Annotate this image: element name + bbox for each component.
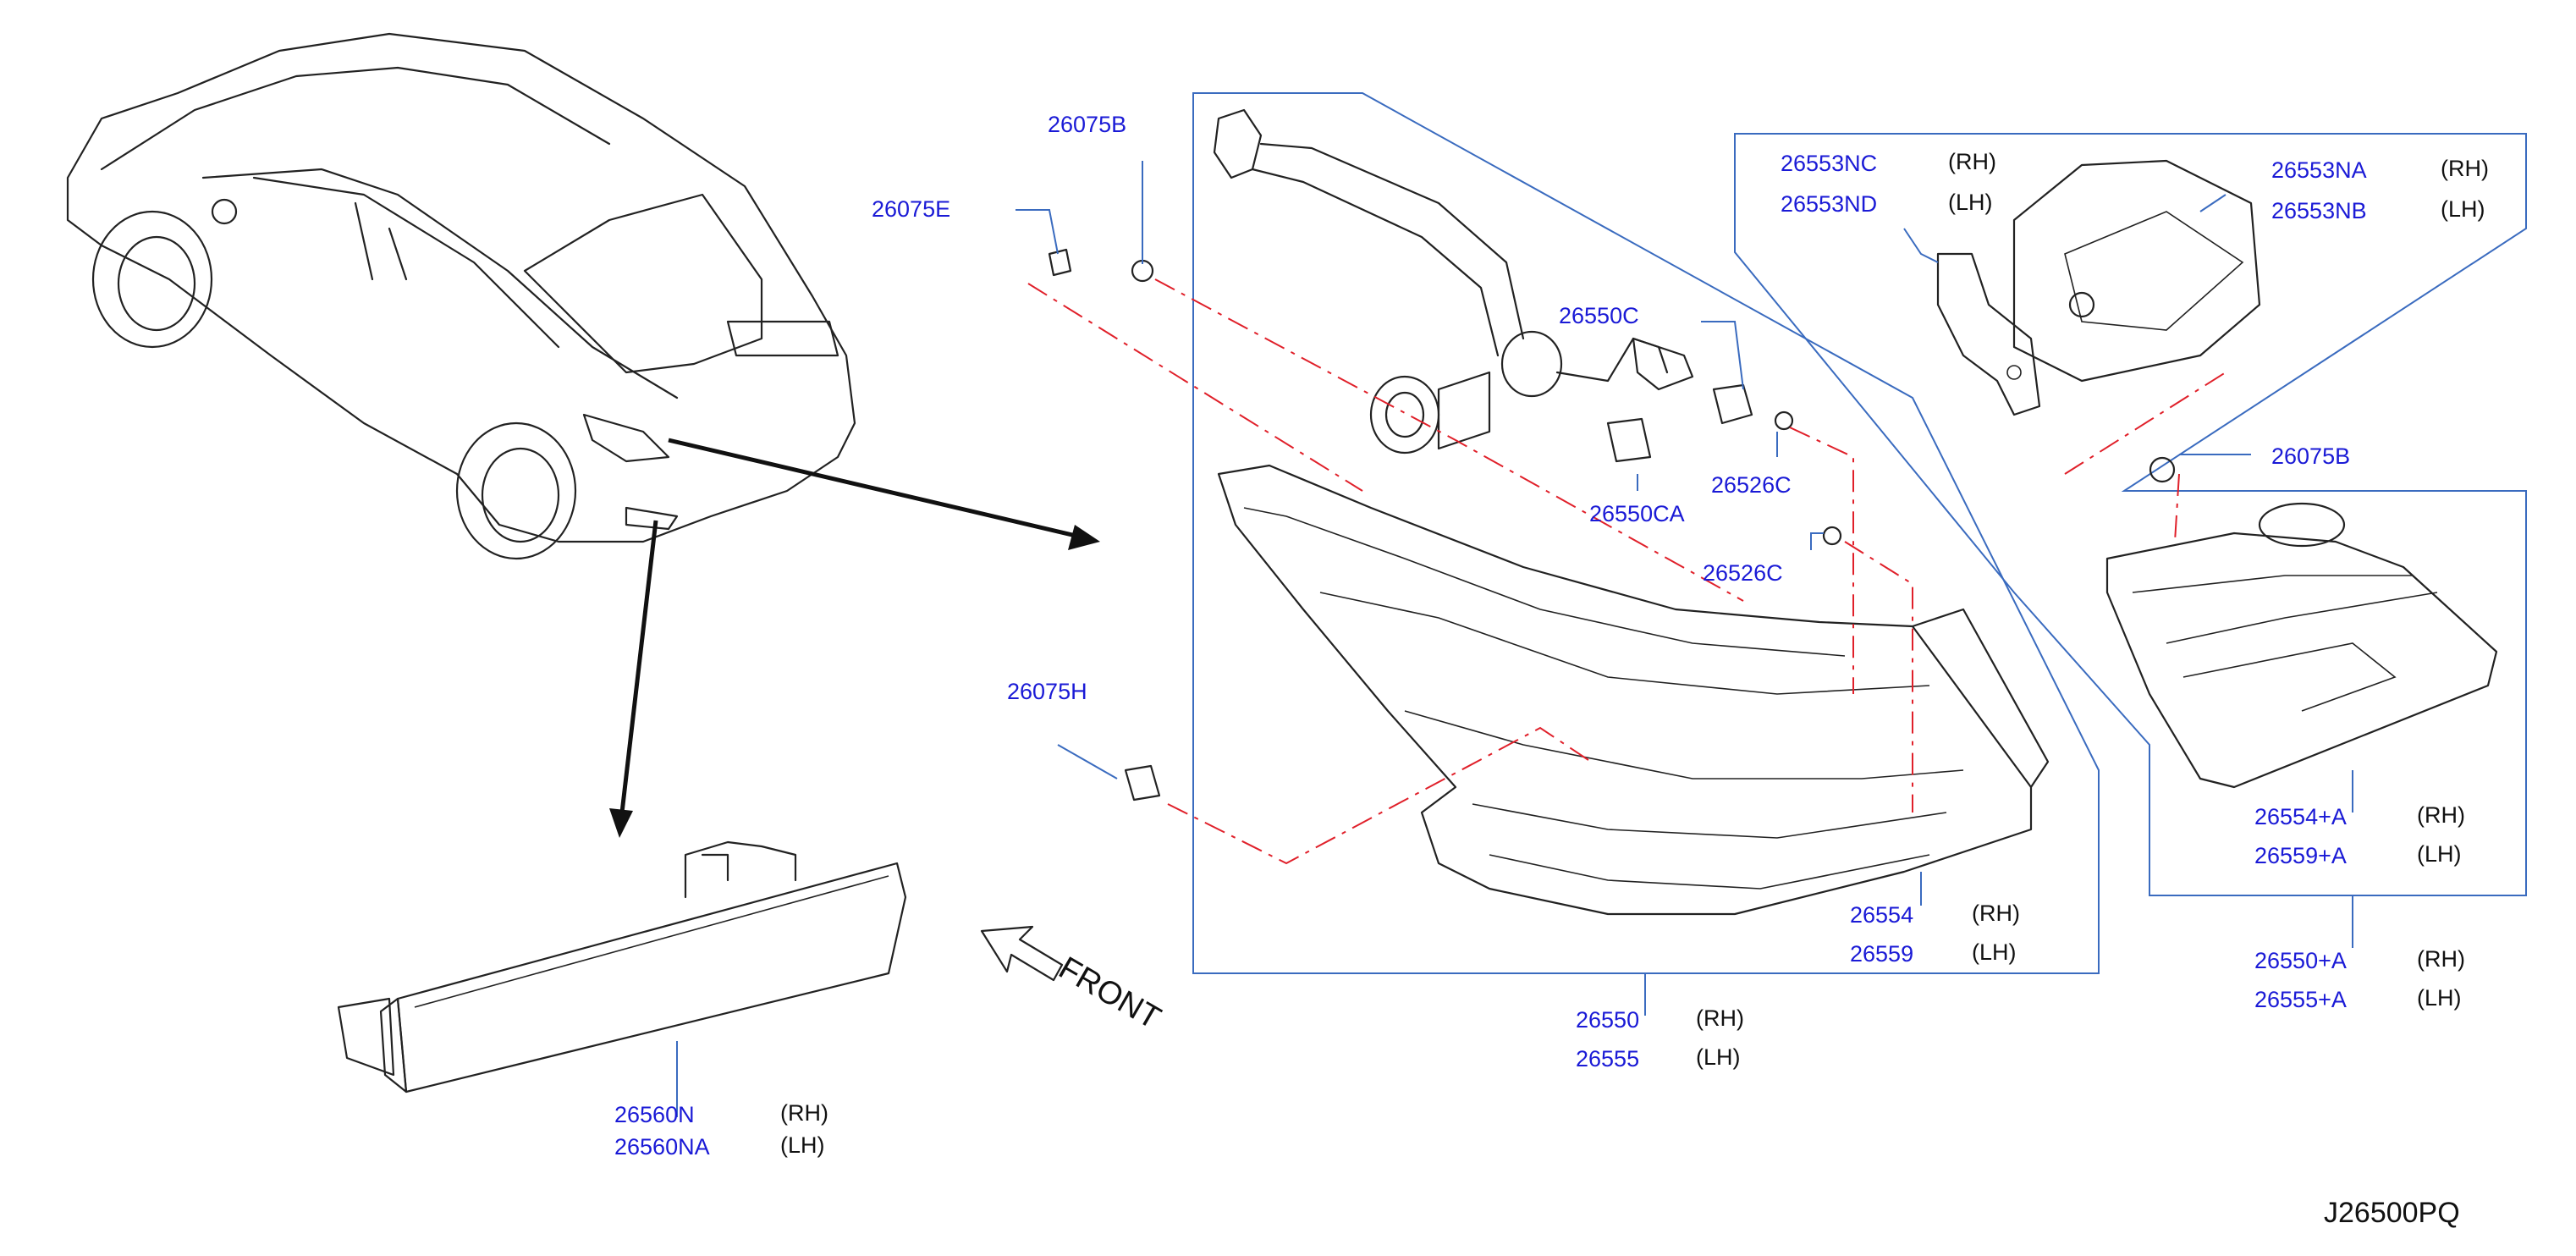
inner-lamp-assembly — [2105, 456, 2498, 789]
part-number-26075b-right: 26075B — [2271, 443, 2351, 469]
part-number-26550ca: 26550CA — [1589, 501, 1685, 526]
part-number-26075b-top: 26075B — [1048, 112, 1127, 137]
part-number-26550c: 26550C — [1559, 303, 1639, 328]
part-number-26555a: 26555+A — [2254, 987, 2347, 1012]
part-number-26560n: 26560N — [614, 1102, 695, 1127]
part-number-26559a: 26559+A — [2254, 843, 2347, 868]
tail-lamp-group-box — [1192, 92, 2100, 974]
gasket-and-bracket — [1936, 159, 2261, 416]
side-rh-26553na: (RH) — [2441, 156, 2489, 181]
part-number-26560na: 26560NA — [614, 1134, 710, 1160]
side-lh-26560na: (LH) — [780, 1132, 825, 1158]
wiring-harness — [1213, 108, 1669, 454]
front-arrow — [980, 925, 1064, 982]
callout-arrows — [609, 438, 1100, 838]
part-number-26553nd: 26553ND — [1781, 191, 1878, 217]
part-number-26555: 26555 — [1576, 1046, 1640, 1071]
part-number-26550a: 26550+A — [2254, 948, 2347, 973]
side-lh-26559a: (LH) — [2417, 841, 2462, 867]
side-lh-26555a: (LH) — [2417, 985, 2462, 1011]
part-number-26075h: 26075H — [1007, 679, 1087, 704]
side-lh-26555: (LH) — [1696, 1044, 1741, 1070]
diagram-code: J26500PQ — [2324, 1197, 2460, 1229]
part-number-26550: 26550 — [1576, 1007, 1640, 1033]
side-rh-26550: (RH) — [1696, 1005, 1744, 1031]
side-lh-26553nb: (LH) — [2441, 196, 2485, 222]
tail-lamp-assembly — [1217, 464, 2050, 916]
side-rh-26550a: (RH) — [2417, 946, 2465, 972]
vehicle-illustration — [66, 32, 856, 560]
part-number-26075e: 26075E — [872, 196, 951, 222]
side-rh-26553nc: (RH) — [1948, 149, 1996, 174]
part-number-26526c-upper: 26526C — [1711, 472, 1792, 498]
side-rh-26554a: (RH) — [2417, 802, 2465, 828]
assembly-dash-lines — [1027, 278, 2226, 865]
leader-lines — [1016, 161, 2353, 906]
inner-lamp-group-box — [1734, 133, 2527, 896]
side-rh-26554: (RH) — [1972, 901, 2020, 926]
side-marker-lamp — [337, 840, 907, 1117]
part-number-26559: 26559 — [1850, 941, 1914, 967]
part-number-26554: 26554 — [1850, 902, 1914, 928]
side-lh-26559: (LH) — [1972, 939, 2017, 965]
part-number-26526c-lower: 26526C — [1703, 560, 1783, 586]
bulbs — [1048, 248, 1842, 802]
side-lh-26553nd: (LH) — [1948, 190, 1993, 215]
part-number-26553na: 26553NA — [2271, 157, 2367, 183]
part-number-26553nc: 26553NC — [1781, 151, 1878, 176]
part-number-26554a: 26554+A — [2254, 804, 2347, 829]
side-rh-26560n: (RH) — [780, 1100, 828, 1126]
part-number-26553nb: 26553NB — [2271, 198, 2367, 223]
